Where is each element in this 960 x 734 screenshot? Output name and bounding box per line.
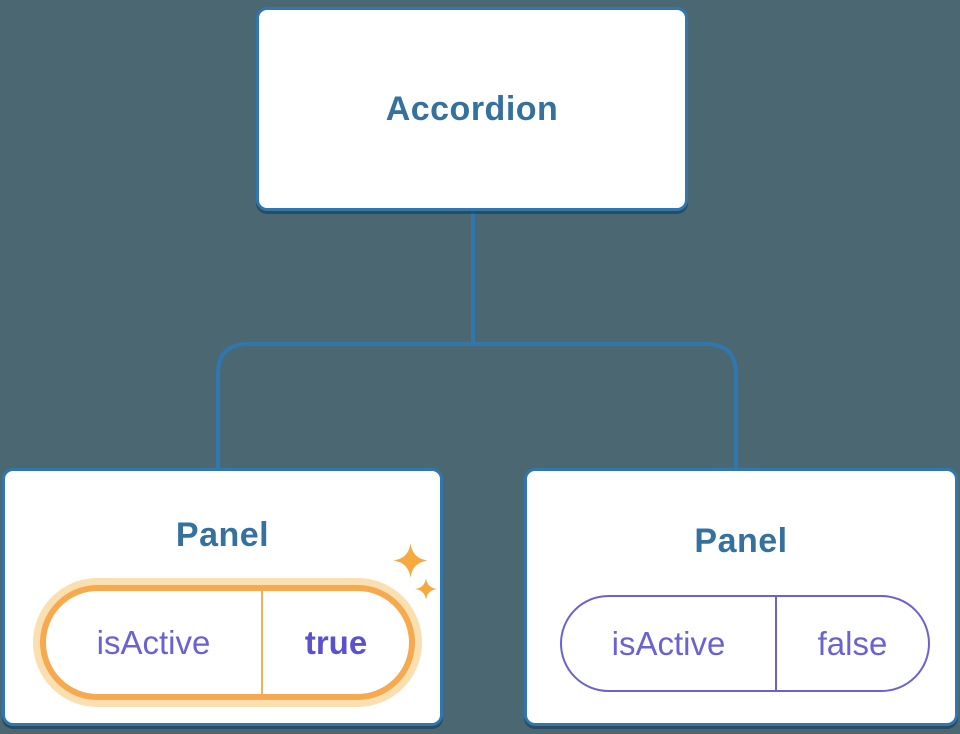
pill-divider: [775, 597, 777, 690]
accordion-node: Accordion: [256, 7, 688, 211]
state-value: false: [817, 624, 888, 662]
state-pill-inactive: isActive false: [560, 595, 930, 692]
state-key: isActive: [96, 623, 211, 661]
sparkle-large-icon: [393, 543, 428, 578]
sparkle-small-icon: [415, 578, 437, 600]
state-key: isActive: [611, 624, 726, 662]
connector-branch: [216, 342, 738, 471]
accordion-node-label: Accordion: [385, 89, 559, 128]
state-value: true: [304, 623, 368, 661]
panel-node-active: Panel isActive true: [2, 468, 443, 726]
panel-node-inactive: Panel isActive false: [524, 468, 958, 726]
panel-node-title: Panel: [175, 516, 270, 554]
panel-node-title: Panel: [694, 522, 788, 560]
state-pill-active: isActive true: [40, 585, 415, 700]
pill-divider: [261, 591, 263, 694]
